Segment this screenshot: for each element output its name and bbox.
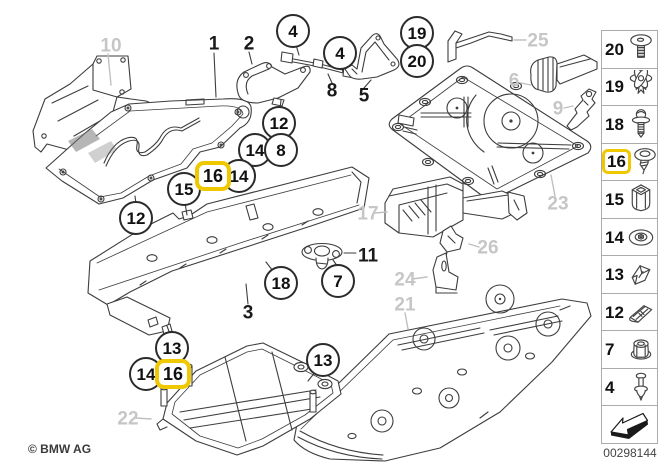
- tapping-screw-icon: [634, 148, 656, 175]
- ref-label-23: 23: [547, 193, 569, 215]
- part-9-strip[interactable]: [566, 88, 597, 131]
- legend-row-20[interactable]: 20: [602, 31, 657, 69]
- callout-7[interactable]: 7: [321, 264, 355, 298]
- callout-4[interactable]: 4: [276, 14, 310, 48]
- legend-number-highlighted: 16: [602, 149, 631, 175]
- part-10-heat-shield[interactable]: [32, 55, 166, 153]
- callout-16-highlighted[interactable]: 16: [155, 359, 191, 389]
- ref-label-22: 22: [117, 408, 139, 430]
- plastic-nut-icon: [630, 339, 652, 360]
- ref-label-6: 6: [508, 70, 520, 92]
- legend-number: 12: [605, 302, 624, 322]
- callout-13[interactable]: 13: [306, 343, 340, 377]
- part-22-side-panel-front[interactable]: [156, 342, 342, 456]
- washer-screw-icon: [631, 108, 651, 138]
- callout-18[interactable]: 18: [264, 266, 298, 300]
- expansion-nut-icon: [631, 184, 651, 212]
- legend-number: 19: [605, 77, 624, 97]
- legend-number: 18: [605, 114, 624, 134]
- ref-label-10: 10: [100, 35, 122, 57]
- legend-number: 20: [605, 39, 624, 59]
- legend-row-15[interactable]: 15: [602, 181, 657, 219]
- ref-label-24: 24: [394, 269, 416, 291]
- part-11-grommet[interactable]: [301, 242, 343, 270]
- part-5-bracket[interactable]: [344, 33, 400, 80]
- ref-label-9: 9: [552, 98, 564, 120]
- fastener-legend: 20 19 18: [601, 30, 658, 444]
- part-label-3[interactable]: 3: [242, 302, 254, 324]
- flat-head-screw-icon: [630, 34, 652, 58]
- legend-number: 13: [605, 265, 624, 285]
- edge-clip-icon: [629, 304, 653, 323]
- callout-20[interactable]: 20: [400, 44, 434, 78]
- callout-12[interactable]: 12: [119, 201, 153, 235]
- diagram-number: 00298144: [603, 446, 657, 460]
- legend-number: 15: [605, 189, 624, 209]
- callout-8[interactable]: 8: [264, 133, 298, 167]
- part-24-bracket[interactable]: [432, 252, 459, 294]
- ref-label-26: 26: [477, 237, 499, 259]
- legend-row-14[interactable]: 14: [602, 219, 657, 257]
- expanding-pin-icon: [634, 372, 648, 401]
- legend-row-13[interactable]: 13: [602, 256, 657, 294]
- legend-number: 14: [605, 227, 624, 247]
- legend-number: 4: [605, 377, 615, 397]
- part-6-bracket[interactable]: [530, 54, 598, 93]
- legend-row-4[interactable]: 4: [602, 369, 657, 407]
- plate-nut-icon: [628, 228, 654, 246]
- legend-row-12[interactable]: 12: [602, 294, 657, 332]
- ref-label-17: 17: [357, 203, 379, 225]
- ref-label-21: 21: [394, 294, 416, 316]
- part-21-underfloor-panel-rear[interactable]: [293, 284, 592, 462]
- ref-label-25: 25: [527, 30, 549, 52]
- part-label-5[interactable]: 5: [358, 85, 370, 107]
- part-label-8[interactable]: 8: [326, 80, 338, 102]
- part-label-11[interactable]: 11: [357, 245, 379, 267]
- legend-row-16[interactable]: 16: [602, 144, 657, 182]
- part-25-bracket[interactable]: [447, 30, 513, 63]
- callout-4[interactable]: 4: [323, 36, 357, 70]
- clamp-clip-icon: [631, 265, 651, 285]
- part-2-bracket[interactable]: [236, 61, 311, 107]
- part-1-underbody-shield[interactable]: [45, 98, 252, 205]
- leader-lines-gray: [107, 39, 574, 420]
- legend-row-arrow[interactable]: [602, 406, 657, 443]
- leader-lines-black: [134, 44, 372, 382]
- part-17-crossmember-bracket[interactable]: [384, 176, 528, 238]
- legend-number: 7: [605, 340, 615, 360]
- legend-row-19[interactable]: 19: [602, 69, 657, 107]
- part-23-underfloor-panel[interactable]: [388, 65, 592, 200]
- callout-16-highlighted[interactable]: 16: [195, 161, 231, 191]
- bmw-copyright: © BMW AG: [28, 442, 92, 456]
- direction-arrow-icon: [610, 412, 649, 439]
- legend-row-18[interactable]: 18: [602, 106, 657, 144]
- part-26-bracket[interactable]: [439, 225, 464, 258]
- part-label-2[interactable]: 2: [243, 33, 255, 55]
- legend-row-7[interactable]: 7: [602, 331, 657, 369]
- part-label-1[interactable]: 1: [208, 33, 220, 55]
- part-3-side-panel[interactable]: [87, 166, 370, 336]
- expanding-rivet-icon: [629, 70, 653, 95]
